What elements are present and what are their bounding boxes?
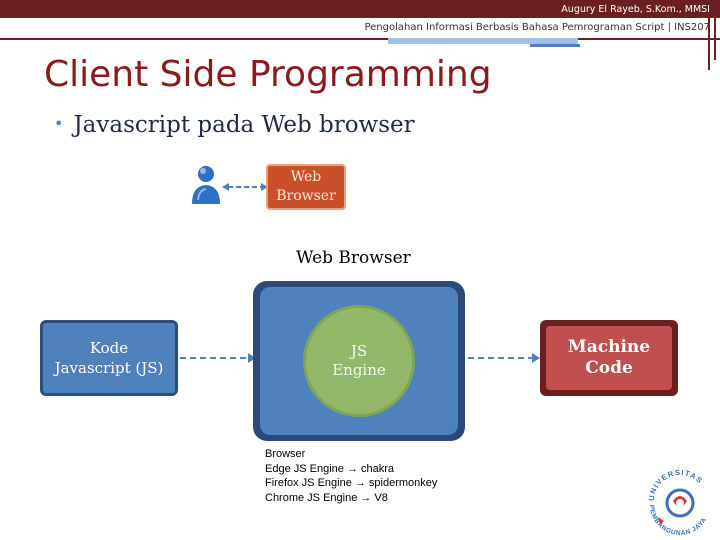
kode-line2: Javascript (JS) bbox=[54, 359, 164, 377]
slide-title: Client Side Programming bbox=[44, 54, 492, 95]
svg-text:UNIVERSITAS: UNIVERSITAS bbox=[647, 468, 705, 501]
bullet-text: Javascript pada Web browser bbox=[73, 112, 415, 138]
browser-info-line: Edge JS Engine → chakra bbox=[265, 462, 395, 475]
university-logo: UNIVERSITAS PEMBANGUNAN JAYA bbox=[647, 468, 708, 538]
web-browser-box-line2: Browser bbox=[276, 188, 336, 204]
web-browser-box: Web Browser bbox=[266, 164, 346, 210]
kode-to-browser-arrow bbox=[180, 353, 256, 363]
header-course: Pengolahan Informasi Berbasis Bahasa Pem… bbox=[364, 22, 710, 33]
bullet-dot: • bbox=[54, 114, 64, 133]
slide-bullet: • Javascript pada Web browser bbox=[54, 112, 415, 138]
kode-javascript-box: Kode Javascript (JS) bbox=[40, 320, 178, 396]
header-subbar bbox=[0, 18, 720, 40]
header-vline-2 bbox=[714, 0, 716, 60]
header-accent-dark bbox=[530, 44, 580, 47]
user-browser-double-arrow bbox=[222, 183, 268, 191]
user-icon bbox=[192, 166, 220, 204]
web-browser-box-line1: Web bbox=[290, 169, 322, 185]
browser-to-machine-arrow bbox=[468, 353, 540, 363]
kode-line1: Kode bbox=[89, 339, 129, 357]
header-bar bbox=[0, 0, 720, 18]
browser-info-line: Firefox JS Engine → spidermonkey bbox=[265, 477, 438, 489]
browser-engine-info: Browser Edge JS Engine → chakra Firefox … bbox=[265, 447, 437, 505]
header-author: Augury El Rayeb, S.Kom., MMSI bbox=[561, 4, 710, 15]
machine-code-inner: Machine Code bbox=[546, 326, 672, 390]
js-engine-circle: JS Engine bbox=[303, 305, 415, 417]
machine-code-line1: Machine bbox=[567, 337, 651, 357]
js-engine-line1: JS bbox=[350, 342, 368, 360]
machine-code-line2: Code bbox=[585, 358, 633, 378]
browser-info-line: Chrome JS Engine → V8 bbox=[265, 491, 388, 504]
header-vline bbox=[708, 0, 710, 70]
js-engine-line2: Engine bbox=[332, 361, 386, 379]
web-browser-label: Web Browser bbox=[296, 248, 411, 268]
header-accent-light bbox=[388, 38, 578, 44]
browser-info-heading: Browser bbox=[265, 448, 306, 460]
svg-text:PEMBANGUNAN JAYA: PEMBANGUNAN JAYA bbox=[648, 505, 708, 538]
